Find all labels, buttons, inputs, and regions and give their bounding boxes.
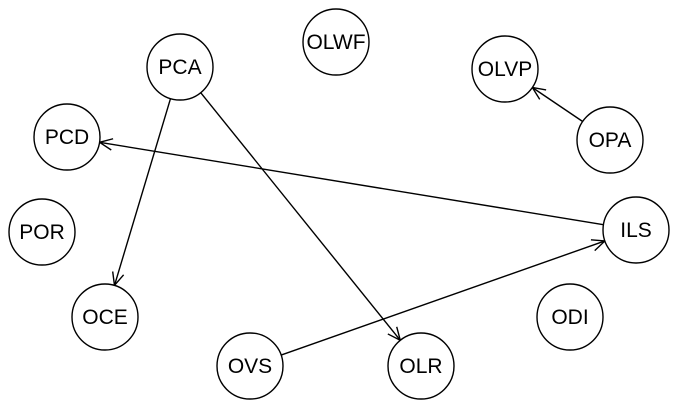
edge-opa-to-olvp — [530, 86, 584, 123]
node-olwf: OLWF — [302, 8, 370, 76]
node-opa: OPA — [576, 106, 644, 174]
node-label: PCD — [45, 126, 89, 149]
node-label: PCA — [158, 56, 201, 79]
node-label: OLR — [399, 355, 442, 378]
node-label: OVS — [228, 355, 272, 378]
node-circle — [302, 8, 370, 76]
node-circle — [8, 198, 76, 266]
node-label: POR — [19, 221, 65, 244]
node-ils: ILS — [602, 196, 670, 264]
node-odi: ODI — [536, 283, 604, 351]
node-pcd: PCD — [33, 103, 101, 171]
nodes-layer: OLWF PCA OLVP PCD OPA POR ILS OCE ODI OVS OLR — [8, 8, 670, 400]
node-circle — [33, 103, 101, 171]
edges-layer — [97, 86, 607, 356]
edge-pca-to-olr — [200, 92, 402, 342]
node-ovs: OVS — [216, 332, 284, 400]
node-oce: OCE — [71, 283, 139, 351]
node-circle — [576, 106, 644, 174]
node-circle — [471, 35, 539, 103]
node-circle — [216, 332, 284, 400]
node-olvp: OLVP — [471, 35, 539, 103]
node-label: ILS — [620, 219, 652, 242]
node-olr: OLR — [387, 332, 455, 400]
node-por: POR — [8, 198, 76, 266]
node-circle — [146, 33, 214, 101]
node-circle — [387, 332, 455, 400]
edge-pca-to-oce — [111, 98, 172, 288]
node-circle — [536, 283, 604, 351]
node-circle — [602, 196, 670, 264]
node-pca: PCA — [146, 33, 214, 101]
node-label: OLWF — [306, 31, 365, 54]
node-circle — [71, 283, 139, 351]
node-label: OPA — [589, 129, 632, 152]
node-label: OCE — [82, 306, 128, 329]
node-label: OLVP — [478, 58, 532, 81]
edge-ils-to-pcd — [97, 138, 604, 226]
node-label: ODI — [551, 306, 588, 329]
